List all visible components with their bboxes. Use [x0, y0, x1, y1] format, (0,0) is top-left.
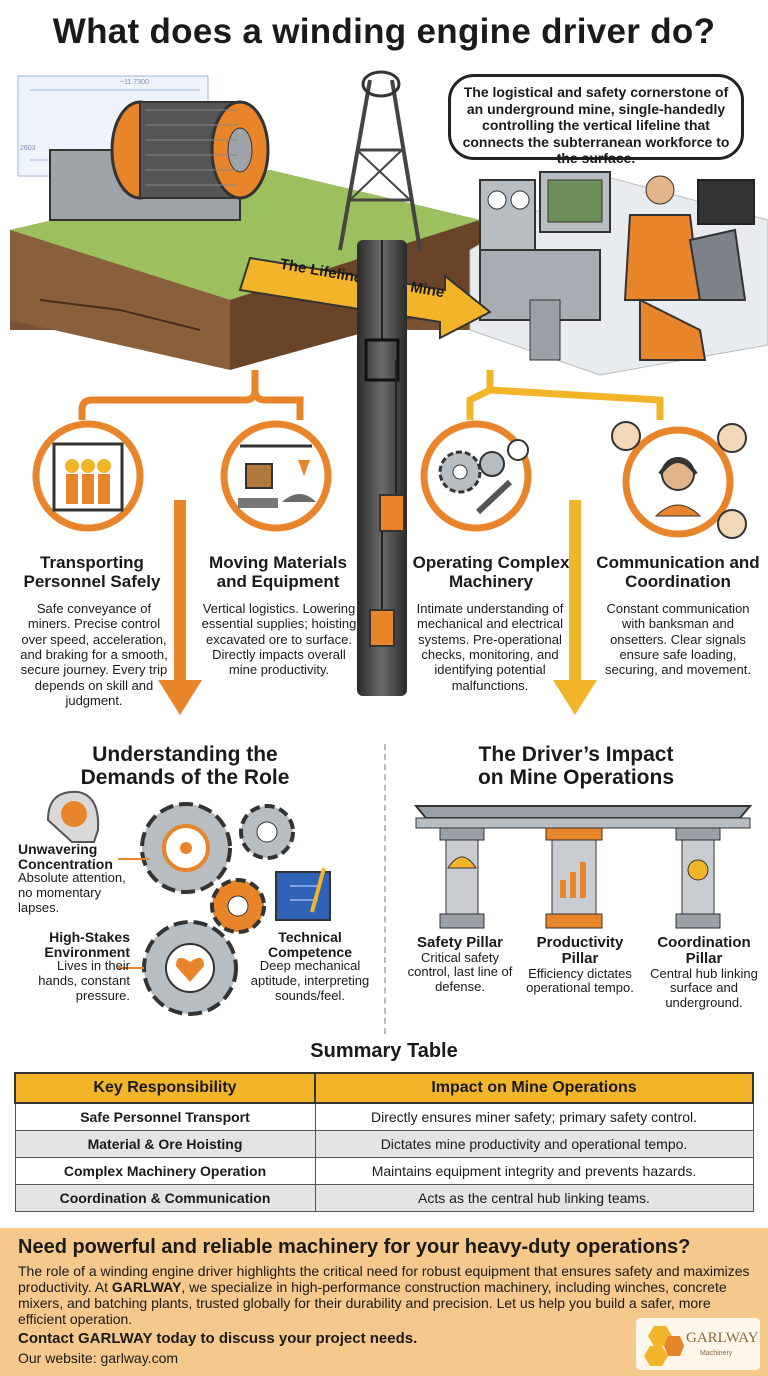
- page-title: What does a winding engine driver do?: [52, 12, 716, 51]
- mine-shaft: [357, 240, 407, 696]
- cta-contact: Contact GARLWAY today to discuss your pr…: [18, 1330, 418, 1347]
- section-divider: [384, 744, 386, 1034]
- pillar-productivity: Productivity Pillar Efficiency dictates …: [526, 934, 634, 996]
- materials-hoist-icon: [220, 420, 332, 532]
- summary-title: Summary Table: [310, 1040, 458, 1062]
- col-title-personnel: Transporting Personnel Safely: [23, 553, 161, 592]
- logo-sub: Machinery: [700, 1350, 733, 1357]
- blueprint-height: 2603: [20, 145, 36, 152]
- intro-speech-bubble: The logistical and safety cornerstone of…: [448, 74, 744, 166]
- summary-table: Key Responsibility Impact on Mine Operat…: [14, 1072, 754, 1212]
- demands-gears-graphic: [46, 790, 331, 1016]
- coordination-pillar-icon: [675, 827, 721, 929]
- connector-arrows: [78, 370, 664, 715]
- demand-technical: Technical Competence Deep mechanical apt…: [250, 929, 370, 1004]
- pillar-coordination: Coordination Pillar Central hub linking …: [650, 934, 758, 1010]
- col-title-communication: Communication and Coordination: [596, 553, 760, 592]
- table-header: Key Responsibility: [14, 1072, 316, 1104]
- logo-name: GARLWAY: [686, 1330, 759, 1346]
- col-text-personnel: Safe conveyance of miners. Precise contr…: [20, 601, 168, 708]
- col-text-communication: Constant communication with banksman and…: [605, 601, 751, 678]
- table-header: Impact on Mine Operations: [314, 1072, 754, 1104]
- hexagon-logo-icon: [644, 1326, 684, 1366]
- col-title-machinery: Operating Complex Machinery: [412, 553, 570, 592]
- pillar-safety: Safety Pillar Critical safety control, l…: [407, 934, 513, 994]
- col-text-machinery: Intimate understanding of mechanical and…: [416, 601, 564, 693]
- winding-drum: [49, 100, 270, 221]
- skip-icon: [379, 494, 405, 532]
- safety-pillar-icon: [439, 827, 485, 929]
- control-room: [469, 171, 768, 376]
- cta-heading: Need powerful and reliable machinery for…: [18, 1236, 691, 1258]
- productivity-pillar-icon: [545, 827, 603, 929]
- brain-icon: [61, 801, 87, 827]
- headframe-tower: [338, 70, 422, 251]
- cta-website-link[interactable]: Our website: garlway.com: [18, 1350, 179, 1366]
- gears-machinery-icon: [420, 420, 532, 532]
- cta-paragraph: The role of a winding engine driver high…: [18, 1263, 750, 1327]
- demand-high-stakes: High-Stakes Environment Lives in their h…: [38, 929, 130, 1004]
- col-text-materials: Vertical logistics. Lowering essential s…: [201, 601, 357, 678]
- pillars-graphic: [413, 805, 753, 929]
- blueprint-width: ~11.7300: [120, 79, 149, 86]
- garlway-logo: GARLWAY Machinery: [636, 1318, 760, 1370]
- demand-concentration: Unwavering Concentration Absolute attent…: [18, 841, 126, 916]
- communication-headset-icon: [611, 421, 747, 539]
- cage-icon: [364, 338, 400, 382]
- col-title-materials: Moving Materials and Equipment: [209, 553, 347, 592]
- personnel-cage-icon: [32, 420, 144, 532]
